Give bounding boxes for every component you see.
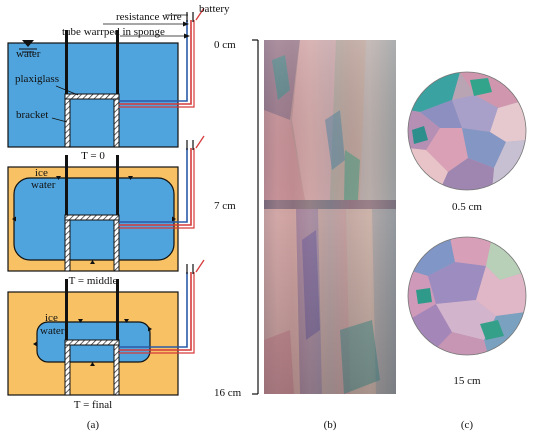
resistance-wire [119, 20, 192, 105]
thin-section-0-5cm [408, 72, 526, 190]
battery-icon [195, 7, 205, 21]
depth-label-0: 0 cm [214, 39, 236, 51]
plexiglass-rod-right [116, 30, 119, 147]
label-battery: battery [199, 3, 230, 15]
label-bracket: bracket [16, 109, 48, 121]
depth-label-16: 16 cm [214, 387, 242, 399]
label-water-mid: water [31, 179, 56, 191]
water-level-icon [22, 40, 34, 47]
label-ice: ice [35, 167, 48, 179]
panel-a: water plaxiglass bracket resistance wire… [7, 3, 230, 431]
label-tube: tube warrped in sponge [62, 26, 165, 38]
stage-title-t0: T = 0 [81, 150, 105, 162]
section-label-15cm: 15 cm [453, 375, 481, 387]
stage-tmiddle: ice water T = middle [7, 135, 205, 287]
tube [119, 20, 188, 102]
stage-t0: water plaxiglass bracket resistance wire… [7, 3, 230, 162]
depth-label-7: 7 cm [214, 200, 236, 212]
panel-b: 0 cm 7 cm 16 cm (b) [214, 39, 396, 431]
label-water-final: water [40, 325, 65, 337]
stage-tfinal: ice water T = final [7, 259, 205, 411]
label-plaxiglass: plaxiglass [15, 73, 59, 85]
panel-c: 0.5 cm 15 cm (c) [407, 71, 527, 431]
ice-arrow [56, 176, 61, 180]
bracket-horizontal [64, 93, 120, 100]
label-water: water [16, 48, 41, 60]
label-resistance-wire: resistance wire [116, 11, 182, 23]
stage-title-tfinal: T = final [74, 399, 112, 411]
caption-c: (c) [461, 419, 474, 431]
bracket-leg-left [64, 98, 71, 148]
bracket-leg-right [113, 98, 120, 148]
caption-a: (a) [87, 419, 100, 431]
ice-core-thin-section [264, 40, 396, 394]
label-ice-final: ice [45, 312, 58, 324]
plexiglass-rod-left [65, 30, 68, 147]
section-label-0-5cm: 0.5 cm [452, 201, 482, 213]
thin-section-15cm [408, 237, 526, 355]
stage-title-tmiddle: T = middle [69, 275, 118, 287]
caption-b: (b) [324, 419, 337, 431]
